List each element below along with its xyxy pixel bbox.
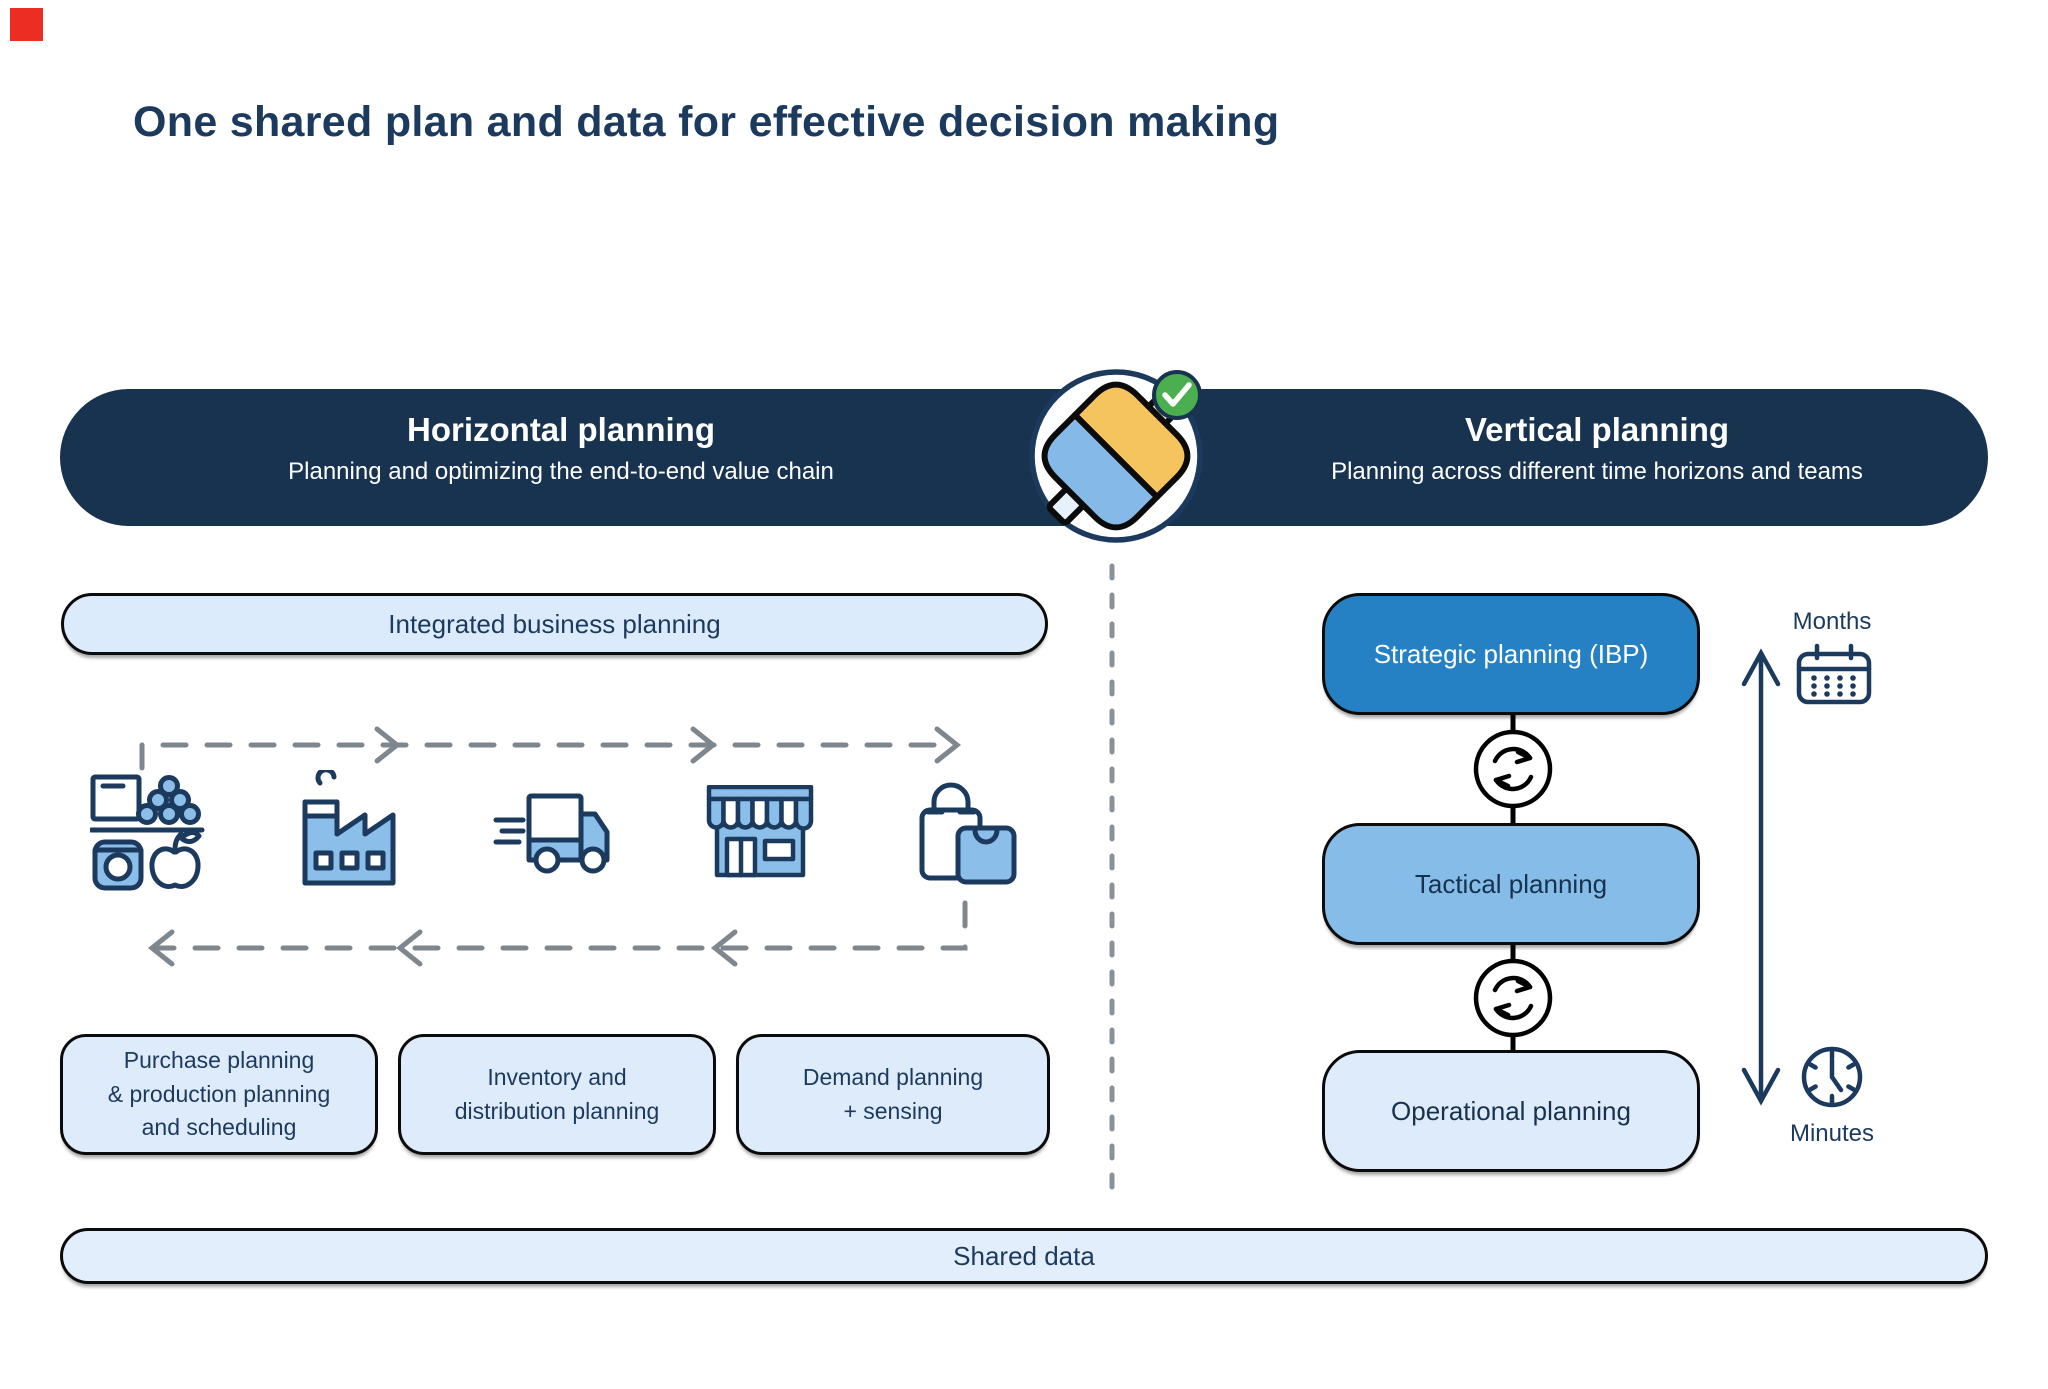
vertical-planning-header: Vertical planning Planning across differ…	[1331, 411, 1863, 486]
horizontal-planning-subtitle: Planning and optimizing the end-to-end v…	[288, 458, 834, 485]
calendar-icon	[1795, 642, 1873, 711]
value-chain-return-arrow	[147, 900, 968, 967]
shared-data-bar: Shared data	[60, 1228, 1988, 1284]
operational-planning-box: Operational planning	[1322, 1050, 1700, 1172]
demand-planning-line: Demand planning	[802, 1064, 984, 1091]
ibp-pill-label: Integrated business planning	[388, 608, 721, 639]
clock-icon	[1799, 1044, 1865, 1115]
check-icon	[1148, 366, 1206, 429]
tactical-planning-label: Tactical planning	[1414, 868, 1608, 899]
purchase-planning-box: Purchase planning & production planning …	[60, 1034, 378, 1155]
shopping-bags-icon	[918, 772, 1018, 891]
purchase-planning-line: and scheduling	[141, 1114, 297, 1141]
purchase-planning-line: & production planning	[107, 1080, 331, 1107]
inventory-distribution-line: Inventory and	[487, 1064, 627, 1091]
groceries-icon	[88, 772, 205, 899]
months-label: Months	[1792, 608, 1872, 635]
strategic-planning-box: Strategic planning (IBP)	[1322, 593, 1700, 715]
inventory-distribution-box: Inventory and distribution planning	[398, 1034, 716, 1155]
red-marker	[10, 8, 43, 41]
horizontal-planning-header: Horizontal planning Planning and optimiz…	[288, 411, 834, 486]
delivery-truck-icon	[493, 790, 618, 883]
demand-planning-line: + sensing	[843, 1097, 943, 1124]
inventory-distribution-line: distribution planning	[454, 1097, 660, 1124]
shared-data-label: Shared data	[953, 1240, 1095, 1271]
demand-planning-box: Demand planning + sensing	[736, 1034, 1050, 1155]
ibp-pill: Integrated business planning	[61, 593, 1048, 655]
sync-cycle-icon	[1469, 725, 1557, 813]
planning-banner: Horizontal planning Planning and optimiz…	[60, 389, 1988, 526]
operational-planning-label: Operational planning	[1391, 1095, 1631, 1126]
horizontal-planning-title: Horizontal planning	[407, 411, 715, 448]
vertical-planning-subtitle: Planning across different time horizons …	[1331, 458, 1863, 485]
factory-icon	[297, 767, 402, 893]
page-title: One shared plan and data for effective d…	[133, 98, 1280, 146]
value-chain-forward-arrow	[139, 726, 962, 771]
sync-cycle-icon	[1469, 954, 1557, 1042]
minutes-label: Minutes	[1789, 1120, 1875, 1147]
strategic-planning-label: Strategic planning (IBP)	[1373, 638, 1649, 669]
purchase-planning-line: Purchase planning	[123, 1047, 315, 1074]
storefront-icon	[703, 784, 818, 885]
tactical-planning-box: Tactical planning	[1322, 823, 1700, 945]
vertical-planning-title: Vertical planning	[1464, 411, 1730, 448]
time-horizon-arrow	[1741, 648, 1781, 1106]
